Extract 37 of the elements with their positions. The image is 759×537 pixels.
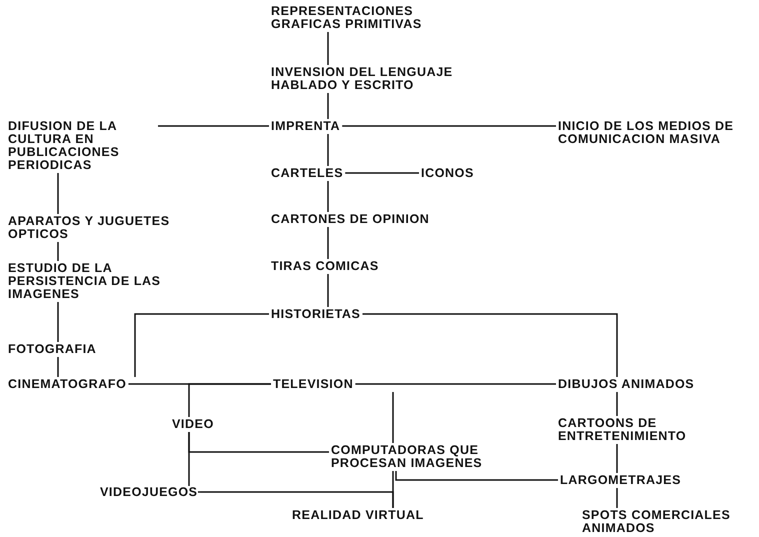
connector-line — [200, 491, 394, 508]
connector-line — [188, 383, 271, 417]
concept-label: ICONOS — [421, 167, 474, 180]
connector-line — [327, 93, 329, 119]
connector-line — [57, 242, 59, 261]
concept-label: TIRAS COMICAS — [271, 260, 379, 273]
connector-line — [616, 444, 618, 473]
connector-line — [616, 488, 618, 508]
connector-line — [395, 471, 558, 481]
concept-label: FOTOGRAFIA — [8, 343, 96, 356]
connector-line — [345, 172, 419, 174]
concept-label: DIBUJOS ANIMADOS — [558, 378, 694, 391]
connector-line — [57, 173, 59, 214]
connector-line — [327, 134, 329, 166]
connector-line — [327, 181, 329, 212]
connector-line — [134, 313, 269, 377]
connector-line — [616, 392, 618, 416]
concept-label: VIDEO — [172, 418, 214, 431]
concept-label: HISTORIETAS — [271, 308, 360, 321]
concept-label: LARGOMETRAJES — [560, 474, 682, 487]
connector-line — [57, 302, 59, 342]
connector-line — [158, 125, 269, 127]
concept-label: REALIDAD VIRTUAL — [292, 509, 424, 522]
concept-label: IMPRENTA — [271, 120, 340, 133]
concept-label: CARTELES — [271, 167, 344, 180]
concept-label: CINEMATOGRAFO — [8, 378, 126, 391]
connector-line — [327, 227, 329, 259]
connector-line — [392, 392, 394, 443]
connector-line — [327, 32, 329, 65]
connector-line — [362, 313, 618, 377]
concept-label: TELEVISION — [273, 378, 354, 391]
connector-line — [342, 125, 556, 127]
concept-label: VIDEOJUEGOS — [100, 486, 198, 499]
connector-line — [57, 357, 59, 377]
connector-line — [355, 383, 556, 385]
concept-label: CARTONES DE OPINION — [271, 213, 430, 226]
connector-line — [327, 274, 329, 307]
